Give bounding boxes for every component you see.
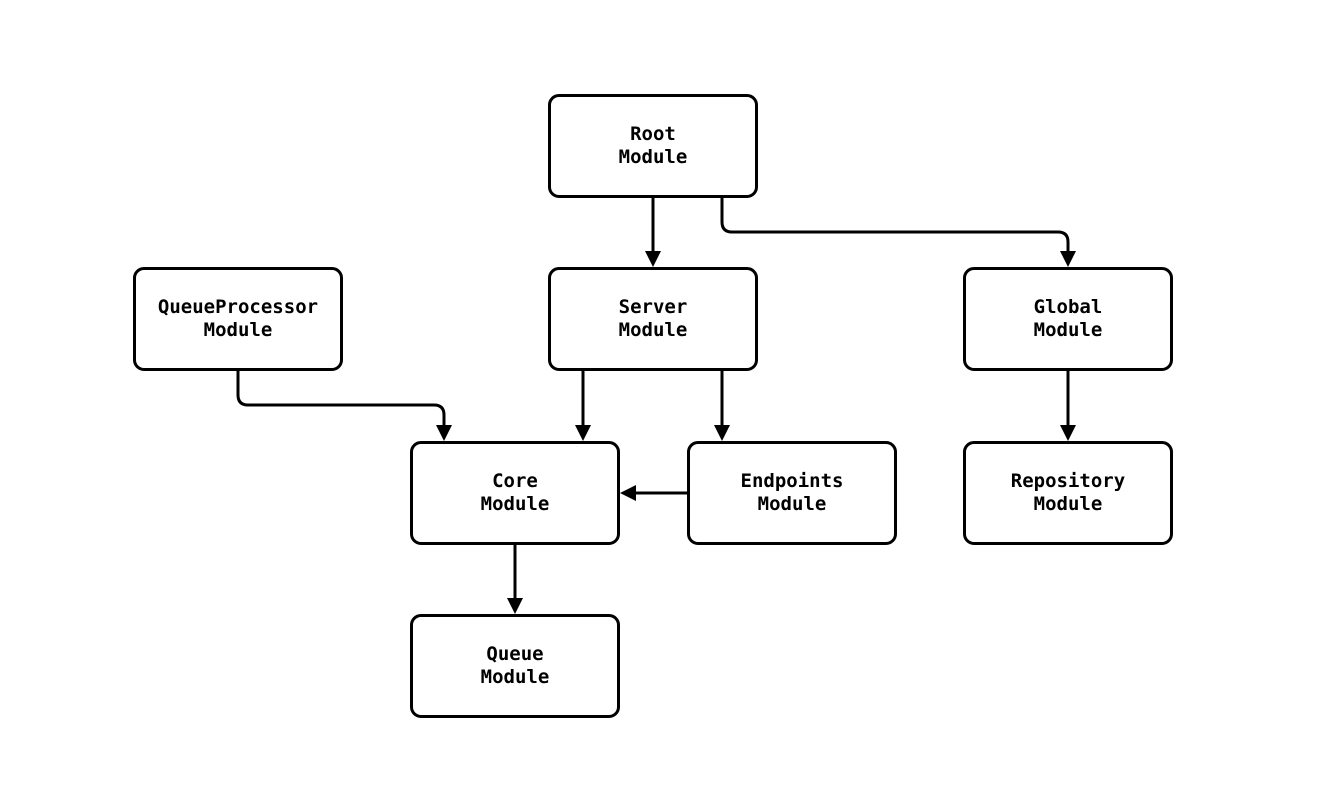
edge-server-to-endpoints [714,371,730,441]
node-label-secondary: Module [618,146,688,168]
arrow-head-icon [1060,251,1076,267]
edge-core-to-queue [507,545,523,614]
node-label-secondary: Module [480,493,550,515]
node-label-secondary: Module [203,319,273,341]
arrow-head-icon [507,598,523,614]
node-label-secondary: Module [480,666,550,688]
node-label-primary: Repository [1010,470,1126,492]
arrow-head-icon [1060,425,1076,441]
node-label-secondary: Module [757,493,827,515]
node-label-primary: Root [630,123,676,145]
node-label-primary: Server [618,296,688,318]
arrow-head-icon [575,425,591,441]
arrow-head-icon [645,251,661,267]
edge-root-to-global [720,198,1076,267]
edge-line [720,198,1070,251]
arrow-head-icon [436,425,452,441]
edge-line [236,371,446,425]
node-label-primary: Endpoints [740,470,844,492]
edge-queueprocessor-to-core [236,371,452,441]
edge-global-to-repository [1060,371,1076,441]
node-label-primary: Global [1033,296,1103,318]
node-label-secondary: Module [618,319,688,341]
node-label-primary: Queue [486,643,544,665]
node-label-secondary: Module [1033,493,1103,515]
node-label-secondary: Module [1033,319,1103,341]
edge-endpoints-to-core [620,485,687,501]
edge-root-to-server [645,198,661,267]
node-label-primary: QueueProcessor [157,296,319,318]
edge-server-to-core [575,371,591,441]
arrow-head-icon [620,485,636,501]
node-label-primary: Core [492,470,538,492]
arrow-head-icon [714,425,730,441]
